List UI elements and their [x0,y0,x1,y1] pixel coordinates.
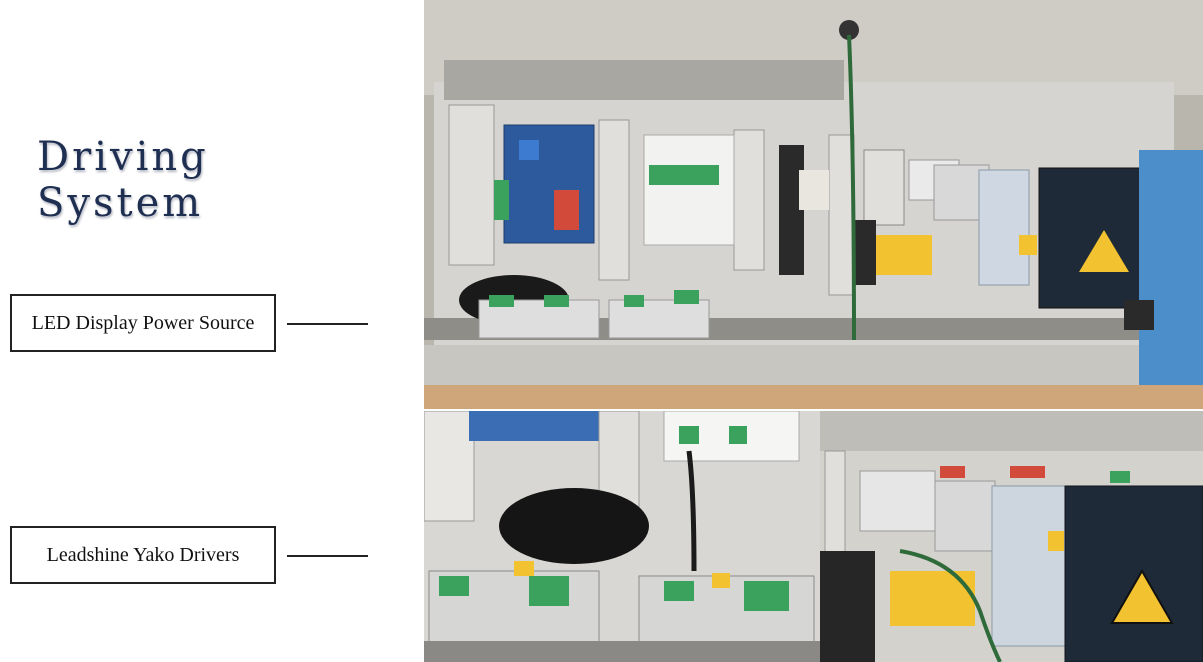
page-title: Driving System [37,134,209,226]
yako-drivers-label: Leadshine Yako Drivers [10,526,276,584]
led-power-source-label: LED Display Power Source [10,294,276,352]
power-supply-closeup-photo [820,411,1203,662]
title-line-1: Driving [37,134,209,180]
yako-drivers-text: Leadshine Yako Drivers [46,543,240,566]
drivers-closeup-photo [424,411,820,662]
yako-label-connector-line [287,555,368,557]
title-line-2: System [37,180,204,226]
cabinet-overview-photo [424,0,1203,409]
led-label-connector-line [287,323,368,325]
led-power-source-text: LED Display Power Source [31,311,255,334]
